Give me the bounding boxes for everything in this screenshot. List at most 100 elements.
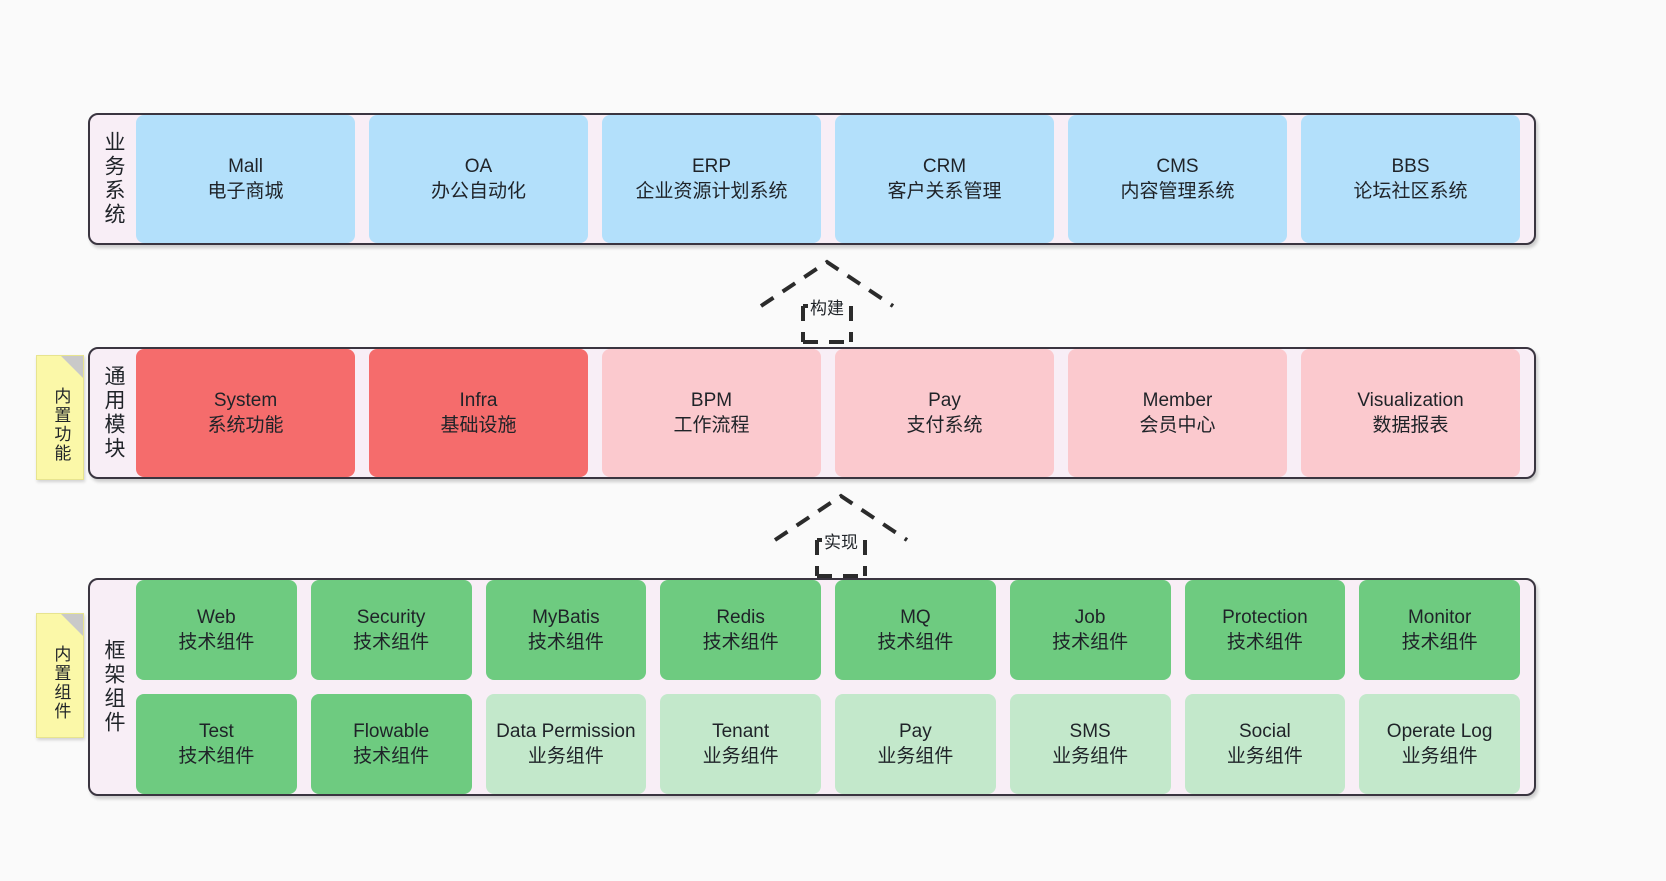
cell-desc: 业务组件 xyxy=(877,746,954,767)
cell-desc: 会员中心 xyxy=(1139,415,1216,436)
cell-desc: 技术组件 xyxy=(1052,632,1129,653)
cell-desc: 论坛社区系统 xyxy=(1353,181,1468,202)
cell-name: SMS xyxy=(1069,720,1111,742)
layer-common-module[interactable]: 通用模块 System 系统功能 Infra 基础设施 BPM 工作流程 Pay… xyxy=(88,347,1536,479)
layer-business-cells: Mall 电子商城 OA 办公自动化 ERP 企业资源计划系统 CRM 客户关系… xyxy=(136,115,1534,243)
cell-protection[interactable]: Protection 技术组件 xyxy=(1184,580,1346,680)
cell-desc: 支付系统 xyxy=(906,415,983,436)
cell-name: CMS xyxy=(1156,155,1199,177)
layer-business-system[interactable]: 业务系统 Mall 电子商城 OA 办公自动化 ERP 企业资源计划系统 CRM… xyxy=(88,113,1536,245)
cell-name: Mall xyxy=(228,155,263,177)
cell-desc: 客户关系管理 xyxy=(887,181,1002,202)
connector-label-build: 构建 xyxy=(808,294,846,319)
layer-framework-component[interactable]: 框架组件 Web 技术组件 Security 技术组件 MyBatis 技术组件… xyxy=(88,578,1536,796)
note-label: 内置功能 xyxy=(51,386,71,463)
cell-name: BBS xyxy=(1391,155,1430,177)
cell-sms[interactable]: SMS 业务组件 xyxy=(1009,694,1171,794)
note-builtin-components[interactable]: 内置组件 xyxy=(36,613,84,738)
note-fold-corner-icon xyxy=(61,356,83,378)
generalization-arrowhead-implement xyxy=(773,493,909,542)
cell-desc: 内容管理系统 xyxy=(1120,181,1235,202)
layer-common-cells: System 系统功能 Infra 基础设施 BPM 工作流程 Pay 支付系统… xyxy=(136,349,1534,477)
cell-name: CRM xyxy=(922,155,967,177)
cell-mq[interactable]: MQ 技术组件 xyxy=(835,580,996,680)
cell-name: Data Permission xyxy=(496,720,636,742)
cell-flowable[interactable]: Flowable 技术组件 xyxy=(310,694,472,794)
cell-oa[interactable]: OA 办公自动化 xyxy=(369,115,588,243)
cell-name: Flowable xyxy=(353,720,430,742)
cell-desc: 电子商城 xyxy=(207,181,284,202)
cell-desc: 工作流程 xyxy=(673,415,750,436)
cell-name: Pay xyxy=(928,389,961,411)
connector-implement: 实现 xyxy=(771,492,911,578)
cell-desc: 办公自动化 xyxy=(430,181,526,202)
cell-bbs[interactable]: BBS 论坛社区系统 xyxy=(1301,115,1520,243)
cell-crm[interactable]: CRM 客户关系管理 xyxy=(835,115,1054,243)
note-label: 内置组件 xyxy=(51,644,71,721)
cell-name: Tenant xyxy=(712,720,770,742)
cell-name: Test xyxy=(198,720,234,742)
cell-name: Security xyxy=(356,606,426,628)
cell-desc: 技术组件 xyxy=(527,632,604,653)
cell-data-permission[interactable]: Data Permission 业务组件 xyxy=(485,694,647,794)
cell-web[interactable]: Web 技术组件 xyxy=(136,580,297,680)
cell-desc: 技术组件 xyxy=(353,746,430,767)
cell-desc: 数据报表 xyxy=(1372,415,1449,436)
cell-desc: 技术组件 xyxy=(702,632,779,653)
cell-name: Redis xyxy=(716,606,765,628)
cell-name: MQ xyxy=(900,606,931,628)
cell-row: Web 技术组件 Security 技术组件 MyBatis 技术组件 Redi… xyxy=(136,580,1520,680)
cell-pay-module[interactable]: Pay 支付系统 xyxy=(835,349,1054,477)
cell-row: Test 技术组件 Flowable 技术组件 Data Permission … xyxy=(136,694,1520,794)
cell-desc: 业务组件 xyxy=(702,746,779,767)
cell-member[interactable]: Member 会员中心 xyxy=(1068,349,1287,477)
cell-social[interactable]: Social 业务组件 xyxy=(1184,694,1346,794)
cell-monitor[interactable]: Monitor 技术组件 xyxy=(1359,580,1520,680)
cell-tenant[interactable]: Tenant 业务组件 xyxy=(660,694,821,794)
cell-name: Infra xyxy=(459,389,498,411)
cell-security[interactable]: Security 技术组件 xyxy=(310,580,472,680)
cell-name: BPM xyxy=(690,389,733,411)
cell-name: Web xyxy=(197,606,236,628)
cell-mybatis[interactable]: MyBatis 技术组件 xyxy=(485,580,647,680)
cell-mall[interactable]: Mall 电子商城 xyxy=(136,115,355,243)
cell-desc: 技术组件 xyxy=(1401,632,1478,653)
cell-name: System xyxy=(213,389,278,411)
cell-desc: 业务组件 xyxy=(527,746,604,767)
cell-bpm[interactable]: BPM 工作流程 xyxy=(602,349,821,477)
generalization-arrowhead-build xyxy=(759,259,895,308)
layer-framework-cells: Web 技术组件 Security 技术组件 MyBatis 技术组件 Redi… xyxy=(136,580,1534,794)
cell-desc: 企业资源计划系统 xyxy=(635,181,788,202)
cell-redis[interactable]: Redis 技术组件 xyxy=(660,580,821,680)
note-builtin-features[interactable]: 内置功能 xyxy=(36,355,84,480)
note-fold-corner-icon xyxy=(61,614,83,636)
cell-erp[interactable]: ERP 企业资源计划系统 xyxy=(602,115,821,243)
cell-operate-log[interactable]: Operate Log 业务组件 xyxy=(1359,694,1520,794)
cell-name: Pay xyxy=(899,720,932,742)
cell-visualization[interactable]: Visualization 数据报表 xyxy=(1301,349,1520,477)
layer-title-framework: 框架组件 xyxy=(102,639,126,735)
cell-test[interactable]: Test 技术组件 xyxy=(136,694,297,794)
cell-desc: 系统功能 xyxy=(207,415,284,436)
cell-row: System 系统功能 Infra 基础设施 BPM 工作流程 Pay 支付系统… xyxy=(136,349,1520,477)
cell-desc: 业务组件 xyxy=(1226,746,1303,767)
cell-desc: 技术组件 xyxy=(353,632,430,653)
cell-name: Visualization xyxy=(1357,389,1464,411)
cell-job[interactable]: Job 技术组件 xyxy=(1009,580,1171,680)
cell-desc: 技术组件 xyxy=(178,632,255,653)
cell-name: MyBatis xyxy=(532,606,600,628)
cell-desc: 基础设施 xyxy=(440,415,517,436)
cell-desc: 技术组件 xyxy=(1226,632,1303,653)
cell-name: Operate Log xyxy=(1386,720,1493,742)
cell-cms[interactable]: CMS 内容管理系统 xyxy=(1068,115,1287,243)
cell-pay-component[interactable]: Pay 业务组件 xyxy=(835,694,996,794)
cell-desc: 技术组件 xyxy=(178,746,255,767)
cell-system[interactable]: System 系统功能 xyxy=(136,349,355,477)
cell-desc: 业务组件 xyxy=(1401,746,1478,767)
layer-title-business: 业务系统 xyxy=(102,131,126,227)
cell-name: Job xyxy=(1074,606,1106,628)
cell-infra[interactable]: Infra 基础设施 xyxy=(369,349,588,477)
cell-name: Protection xyxy=(1222,606,1308,628)
cell-name: Social xyxy=(1239,720,1291,742)
